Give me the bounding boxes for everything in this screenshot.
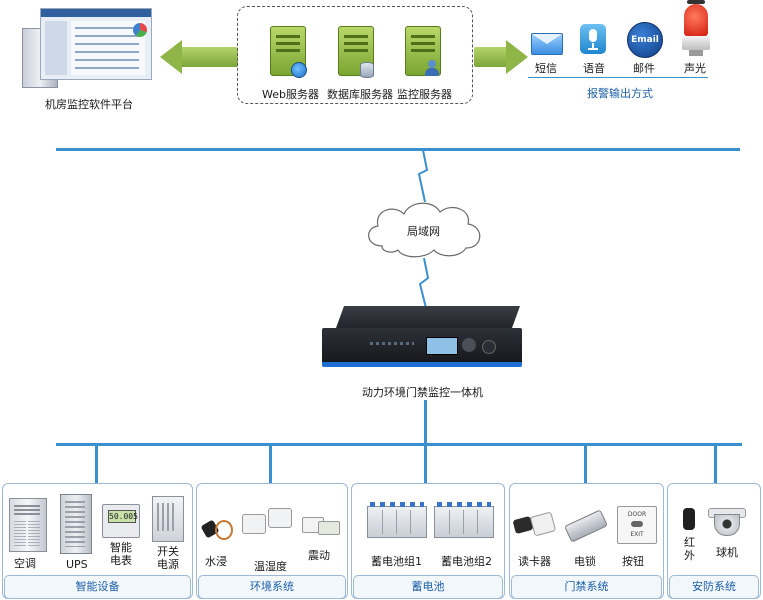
air-conditioner-icon	[9, 498, 47, 552]
platform-label: 机房监控软件平台	[45, 98, 133, 111]
lan-cloud	[368, 202, 481, 258]
link-lightning-top	[417, 150, 429, 202]
exit-button-sign-top: DOOR	[627, 511, 647, 518]
link-lightning-bottom	[418, 258, 430, 308]
drop-security	[714, 445, 717, 483]
power-meter-label: 智能 电表	[110, 541, 132, 567]
power-meter-icon: 50.005	[102, 504, 140, 538]
lan-label: 局域网	[407, 225, 440, 238]
email-badge: Email	[631, 35, 659, 45]
group-environment-title: 环境系统	[198, 575, 346, 599]
drop-access	[584, 445, 587, 483]
group-smart-devices-title: 智能设备	[4, 575, 191, 599]
alarm-divider	[528, 77, 708, 78]
card-reader-icon	[512, 511, 557, 537]
monitor-server-label: 监控服务器	[397, 88, 452, 101]
alarm-title: 报警输出方式	[587, 87, 653, 100]
vibration-sensor-label: 震动	[308, 549, 330, 562]
card-reader-label: 读卡器	[518, 555, 551, 568]
envelope-icon	[531, 33, 563, 55]
web-server-label: Web服务器	[262, 88, 319, 101]
infrared-sensor-icon	[683, 508, 695, 530]
battery-pack-1-label: 蓄电池组1	[371, 555, 422, 568]
dome-camera-label: 球机	[716, 546, 738, 559]
siren-icon	[681, 0, 711, 58]
group-access-control-title: 门禁系统	[511, 575, 662, 599]
platform-screenshot	[22, 8, 152, 88]
battery-pack-1-icon	[367, 502, 427, 538]
db-server-label: 数据库服务器	[327, 88, 393, 101]
dome-camera-icon	[708, 508, 746, 536]
server-group	[237, 6, 473, 104]
infrared-sensor-label: 红 外	[684, 536, 695, 562]
monitor-unit-label: 动力环境门禁监控一体机	[362, 386, 483, 399]
group-battery-title: 蓄电池	[353, 575, 503, 599]
user-icon	[425, 60, 439, 76]
alarm-email-label: 邮件	[633, 62, 655, 75]
water-sensor-icon	[200, 518, 233, 540]
arrow-left	[160, 40, 238, 74]
group-security-title: 安防系统	[669, 575, 759, 599]
key-icon	[631, 521, 643, 527]
alarm-sms-label: 短信	[535, 62, 557, 75]
email-icon: Email	[627, 22, 663, 58]
ups-label: UPS	[66, 558, 88, 571]
power-meter-display: 50.005	[108, 510, 138, 523]
exit-button-icon: DOOR EXIT	[617, 506, 657, 544]
globe-icon	[291, 62, 307, 78]
drop-smart	[95, 445, 98, 483]
monitor-server-icon	[405, 26, 441, 76]
monitor-unit	[322, 306, 526, 368]
battery-pack-2-label: 蓄电池组2	[441, 555, 492, 568]
exit-button-label: 按钮	[622, 555, 644, 568]
drop-env	[269, 445, 272, 483]
temp-humidity-icon	[242, 508, 294, 538]
alarm-siren-label: 声光	[684, 62, 706, 75]
electric-lock-label: 电锁	[574, 555, 596, 568]
air-conditioner-label: 空调	[14, 557, 36, 570]
database-icon	[360, 62, 374, 78]
exit-button-sign-bottom: EXIT	[630, 531, 644, 538]
microphone-icon	[580, 24, 606, 54]
arrow-right	[474, 40, 528, 74]
vibration-sensor-icon	[302, 515, 340, 535]
backbone-line-bottom	[56, 443, 742, 446]
switch-power-icon	[152, 496, 184, 542]
temp-humidity-label: 温湿度	[254, 560, 287, 573]
drop-battery	[424, 445, 427, 483]
backbone-line-top	[56, 148, 740, 151]
ups-icon	[60, 494, 92, 554]
water-sensor-label: 水浸	[205, 555, 227, 568]
alarm-voice-label: 语音	[583, 62, 605, 75]
trunk-line	[424, 400, 427, 444]
switch-power-label: 开关 电源	[157, 545, 179, 571]
battery-pack-2-icon	[434, 502, 494, 538]
